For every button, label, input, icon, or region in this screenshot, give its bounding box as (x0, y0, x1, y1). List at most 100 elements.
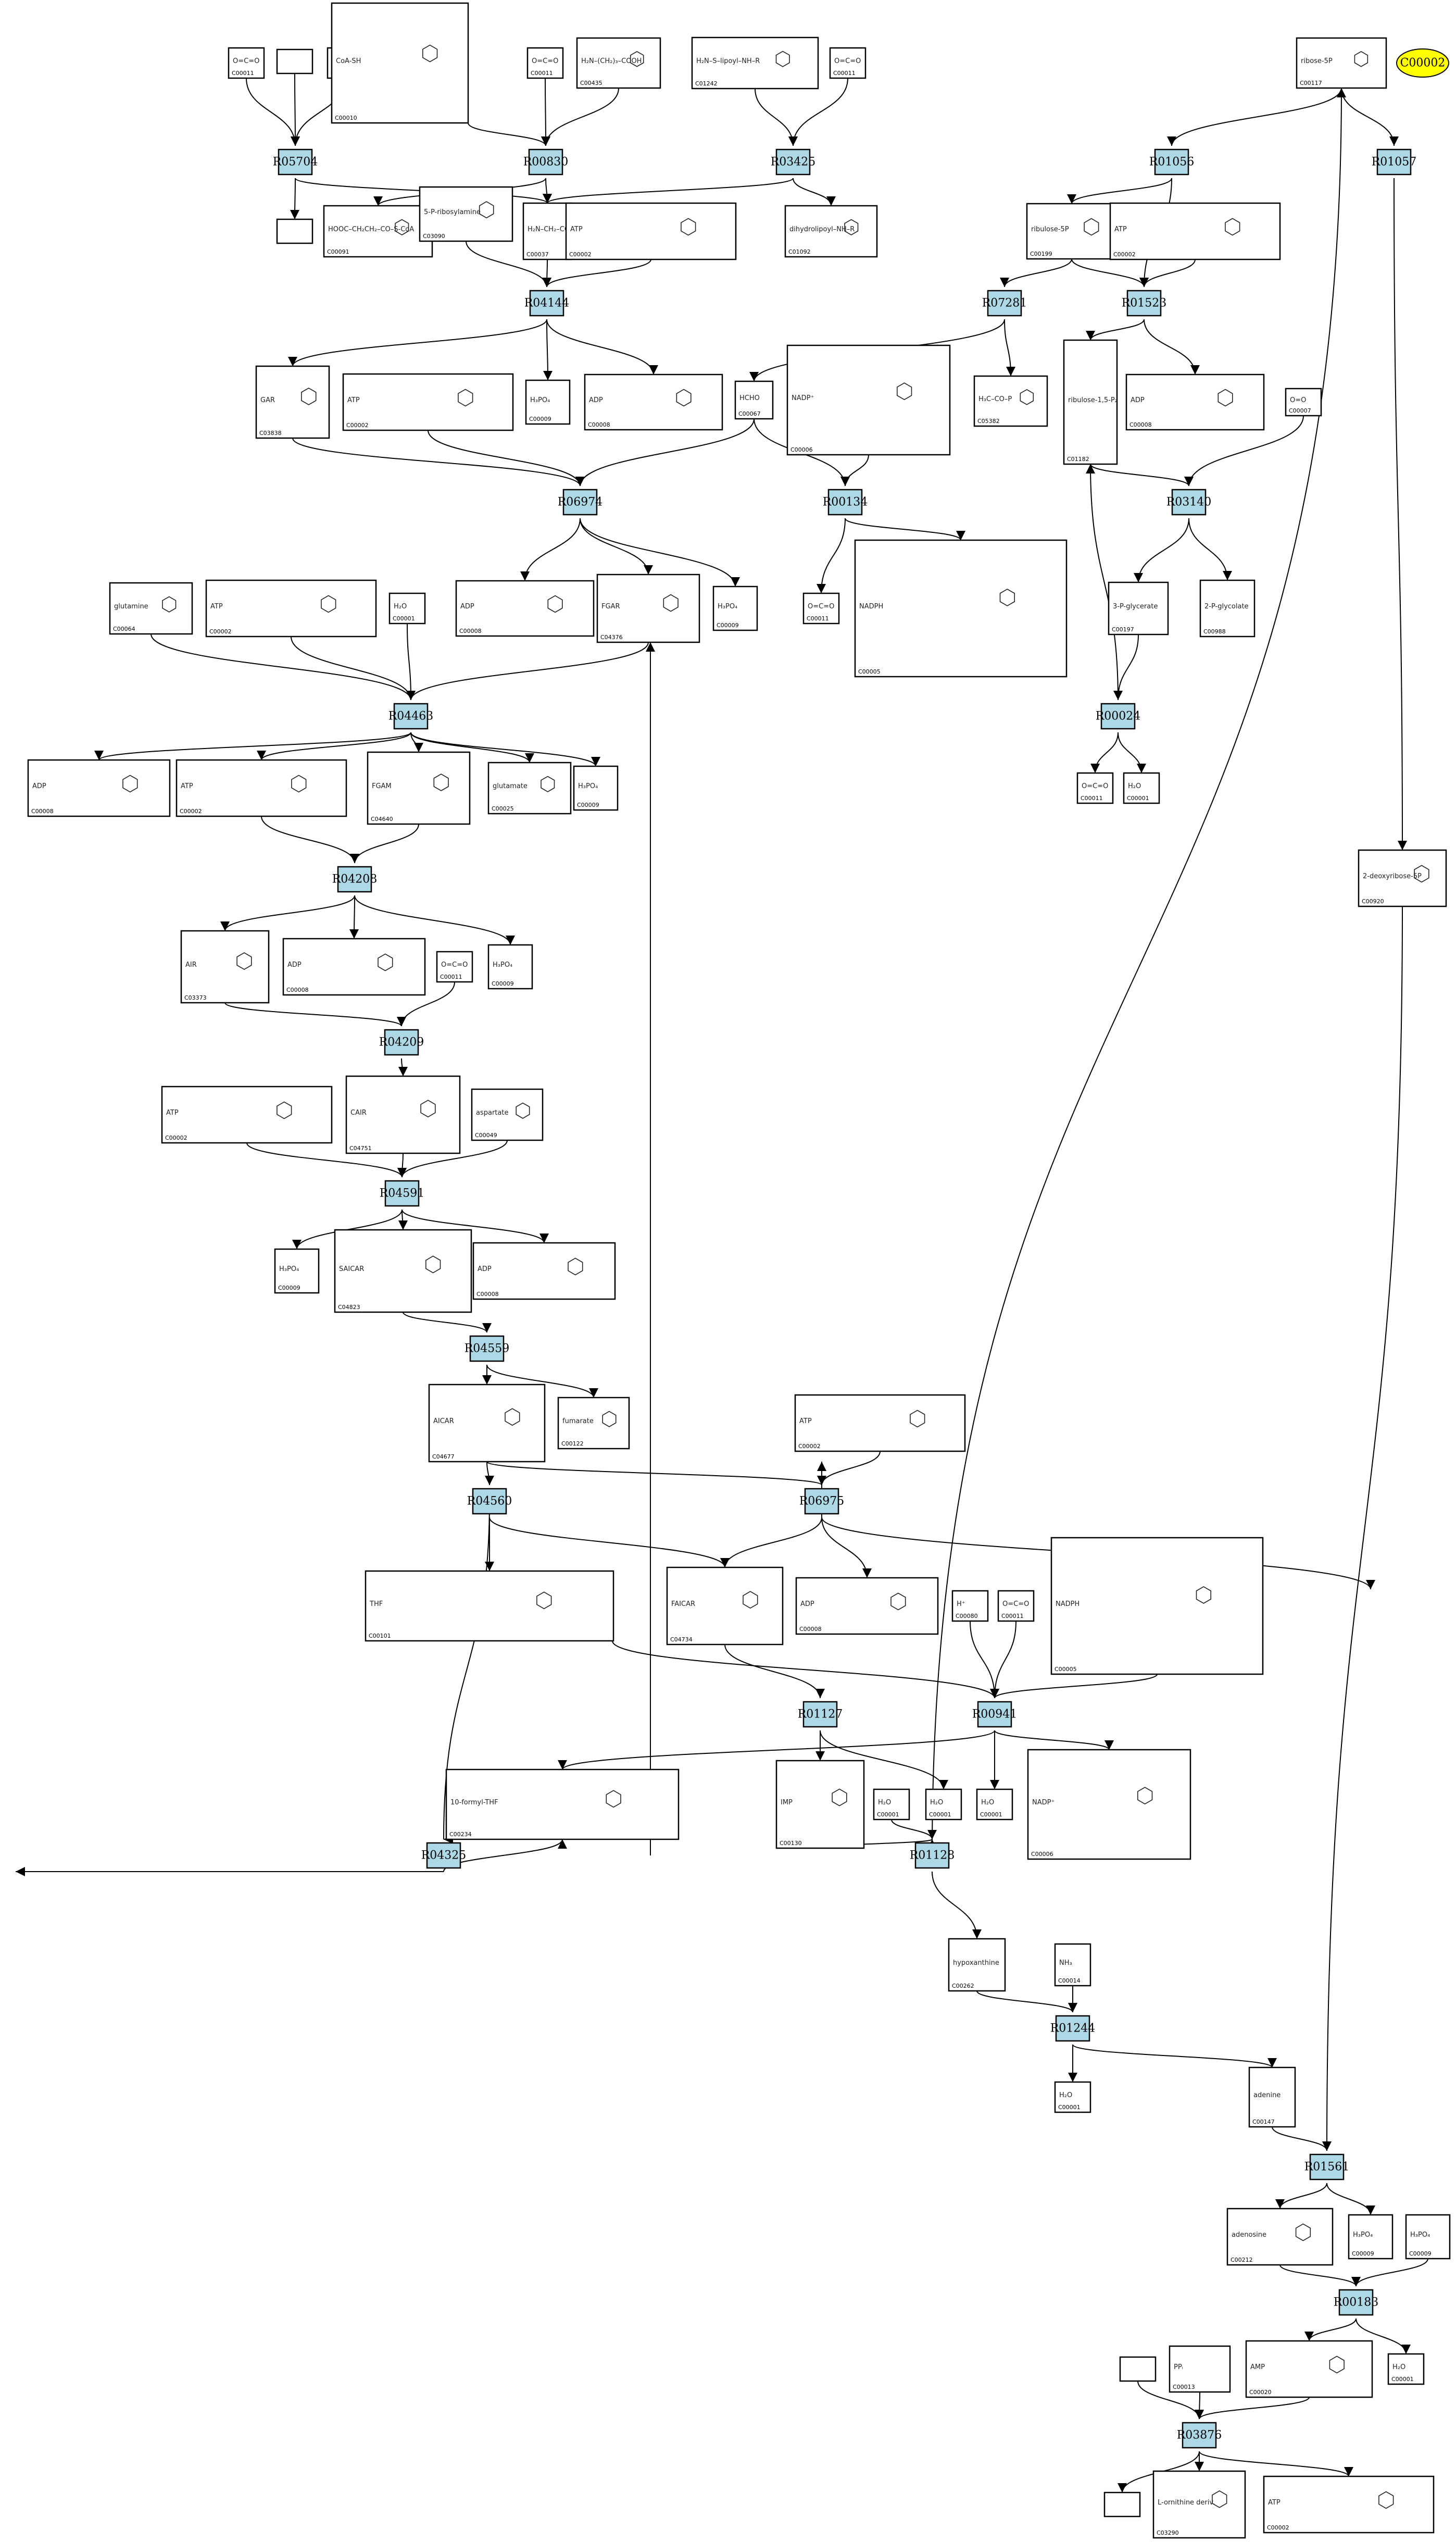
reaction-r01056[interactable]: R01056 (1149, 148, 1195, 176)
reaction-r01561[interactable]: R01561 (1304, 2153, 1350, 2180)
reaction-r04144[interactable]: R04144 (524, 290, 570, 317)
compound-node[interactable]: NADP⁺C00006 (1027, 1749, 1191, 1860)
compound-node[interactable]: H⁺C00080 (951, 1590, 989, 1622)
compound-node[interactable] (276, 218, 313, 244)
reaction-r06975[interactable]: R06975 (799, 1488, 845, 1515)
compound-node[interactable] (1103, 2491, 1141, 2518)
reaction-r05704[interactable]: R05704 (273, 148, 318, 176)
reaction-r04209[interactable]: R04209 (379, 1029, 424, 1056)
reaction-r00024[interactable]: R00024 (1096, 703, 1141, 730)
reaction-r04463[interactable]: R04463 (388, 703, 434, 730)
reaction-r00941[interactable]: R00941 (972, 1701, 1018, 1728)
reaction-r00183[interactable]: R00183 (1334, 2289, 1379, 2316)
reaction-r04560[interactable]: R04560 (467, 1488, 512, 1515)
compound-node[interactable] (1119, 2356, 1157, 2382)
compound-node[interactable] (276, 48, 313, 74)
target-compound-node[interactable]: C00002 (1396, 48, 1449, 78)
reaction-r01523[interactable]: R01523 (1122, 290, 1167, 317)
reaction-r04591[interactable]: R04591 (380, 1180, 425, 1207)
compound-node[interactable]: NADP⁺C00006 (786, 344, 951, 456)
reaction-r00830[interactable]: R00830 (523, 148, 569, 176)
reaction-r07281[interactable]: R07281 (982, 290, 1027, 317)
reaction-r01127[interactable]: R01127 (798, 1701, 843, 1728)
reaction-r01128[interactable]: R01128 (910, 1842, 955, 1869)
reaction-r03425[interactable]: R03425 (771, 148, 816, 176)
reaction-r03140[interactable]: R03140 (1166, 489, 1212, 516)
reaction-r03876[interactable]: R03876 (1177, 2422, 1222, 2449)
reaction-r01057[interactable]: R01057 (1372, 148, 1417, 176)
reaction-r00134[interactable]: R00134 (823, 489, 868, 516)
